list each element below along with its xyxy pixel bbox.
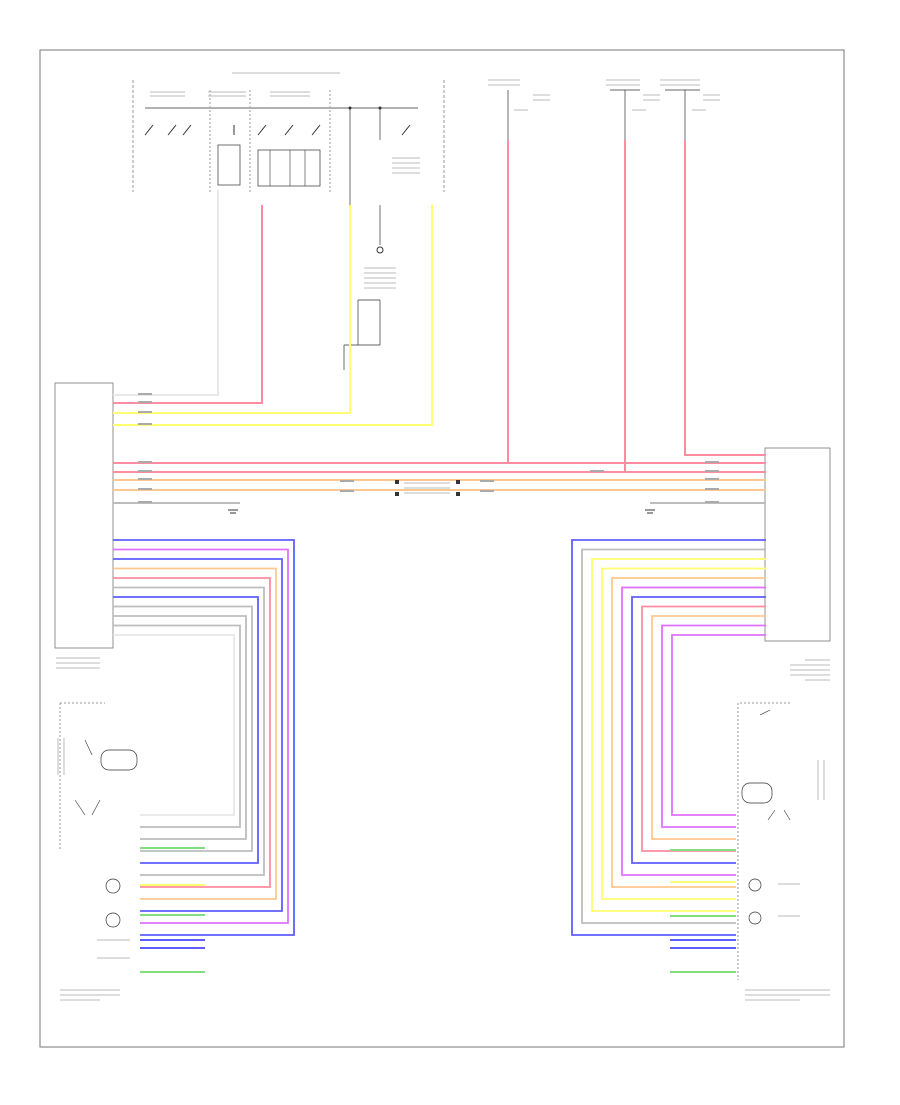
ground-symbol-left	[228, 509, 238, 514]
wire-right-loop-blue	[571, 539, 766, 936]
wire-label-tag-left-0	[138, 393, 152, 395]
wire-label-tag-left-3	[138, 423, 152, 425]
wire-right-loop-yellow	[591, 558, 766, 912]
wire-yellow-switch	[113, 205, 351, 414]
wire-left-loop-white	[113, 634, 235, 816]
wire-label-tag-left-4	[138, 461, 152, 463]
wire-label-tag-right-1	[705, 470, 719, 472]
ground-symbol-right	[645, 509, 655, 514]
wire-right-loop-orange-2	[651, 615, 766, 840]
wire-right-loop-grey	[581, 548, 766, 924]
wire-label-tag-left-7	[138, 488, 152, 490]
wire-label-tag-right-3	[705, 488, 719, 490]
wire-right-loop-yellow-2	[601, 567, 766, 900]
driver-door-control-module	[54, 382, 114, 649]
wire-left-loop-red	[113, 577, 271, 888]
wire-label-tag-right-2	[705, 478, 719, 480]
wire-label-tag-center-3	[480, 490, 494, 492]
left-mirror-assembly	[57, 702, 138, 1001]
wire-label-tag-left-2	[138, 411, 152, 413]
wire-label-tag-left-6	[138, 478, 152, 480]
wire-yellow-switch-2	[113, 205, 433, 426]
passenger-door-control-module	[764, 447, 831, 642]
wire-left-loop-grey	[113, 586, 265, 876]
wire-right-loop-violet-3	[671, 634, 766, 816]
wire-label-tag-center-2	[480, 480, 494, 482]
switch-assembly	[132, 72, 445, 205]
heater-element-symbol	[105, 878, 121, 894]
mirror-motor-symbol	[100, 749, 138, 771]
wire-label-tag-left-8	[138, 501, 152, 503]
wire-left-loop-blue-2	[113, 558, 283, 912]
wire-right-loop-orange	[611, 577, 766, 888]
wire-label-tag-center-0	[340, 480, 354, 482]
wire-red-switch	[113, 205, 263, 404]
fuse-group	[488, 79, 720, 140]
wire-label-tag-right-0	[705, 461, 719, 463]
wire-fuse-red-c	[684, 140, 766, 456]
wire-left-loop-blue	[113, 539, 295, 936]
wire-right-loop-violet-2	[661, 624, 766, 828]
wire-label-tag-center-1	[340, 490, 354, 492]
wire-label-tag-right-4	[705, 501, 719, 503]
wire-left-loop-orange	[113, 567, 277, 900]
wire-right-loop-blue-2	[631, 596, 766, 864]
lighting-switch-component	[343, 205, 396, 370]
diagram-frame	[39, 49, 845, 1048]
wire-left-loop-grey-3	[113, 615, 247, 840]
wire-left-loop-grey-4	[113, 624, 241, 828]
wire-white-switch	[113, 190, 219, 396]
wire-left-loop-violet	[113, 548, 289, 924]
wire-label-tag-left-5	[138, 470, 152, 472]
wire-label-tag-left-1	[138, 401, 152, 403]
wire-left-loop-grey-2	[113, 605, 253, 852]
wire-layer	[113, 140, 766, 973]
wire-left-loop-blue-3	[113, 596, 259, 864]
wire-label-tag-center-4	[590, 470, 604, 472]
wire-right-loop-violet	[621, 586, 766, 876]
central-splice-block	[395, 480, 460, 496]
right-mirror-assembly	[737, 702, 830, 1001]
